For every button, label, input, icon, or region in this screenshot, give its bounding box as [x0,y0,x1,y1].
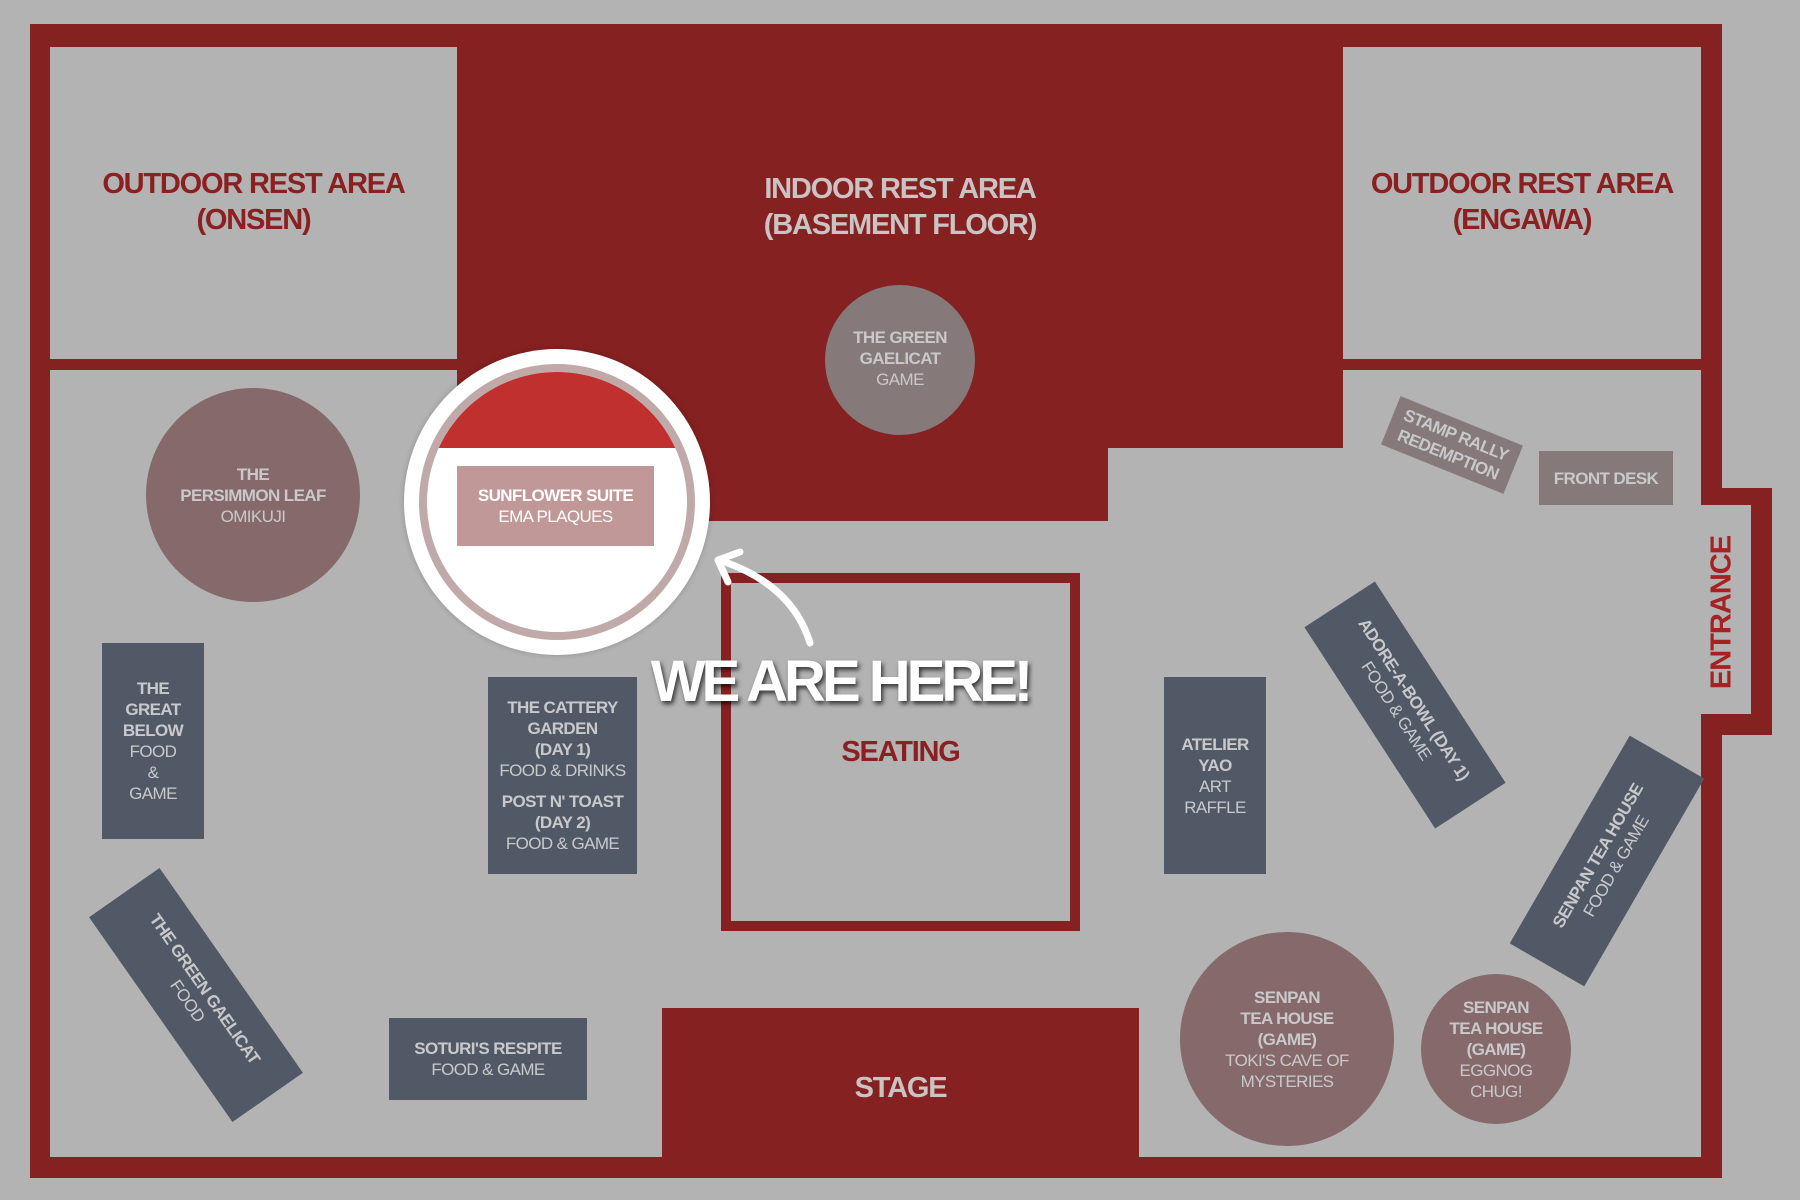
engawa-title: OUTDOOR REST AREA(ENGAWA) [1370,168,1675,236]
stage [662,1008,1139,1178]
seating-label: SEATING [841,736,961,768]
highlight-wall-segment [427,372,687,448]
seating-area [721,573,1080,931]
we-are-here-label: WE ARE HERE! [650,649,1033,714]
arrow-icon [714,548,814,647]
engawa-area [1343,47,1701,359]
indoor-title: INDOOR REST AREA(BASEMENT FLOOR) [763,173,1038,241]
booth-front-desk[interactable]: FRONT DESK [1539,451,1673,505]
onsen-area [50,47,457,359]
stage-label: STAGE [854,1072,948,1104]
onsen-title: OUTDOOR REST AREA(ONSEN) [102,168,406,236]
entrance-label: ENTRANCE [1705,535,1738,690]
entrance-passage [1700,505,1751,714]
